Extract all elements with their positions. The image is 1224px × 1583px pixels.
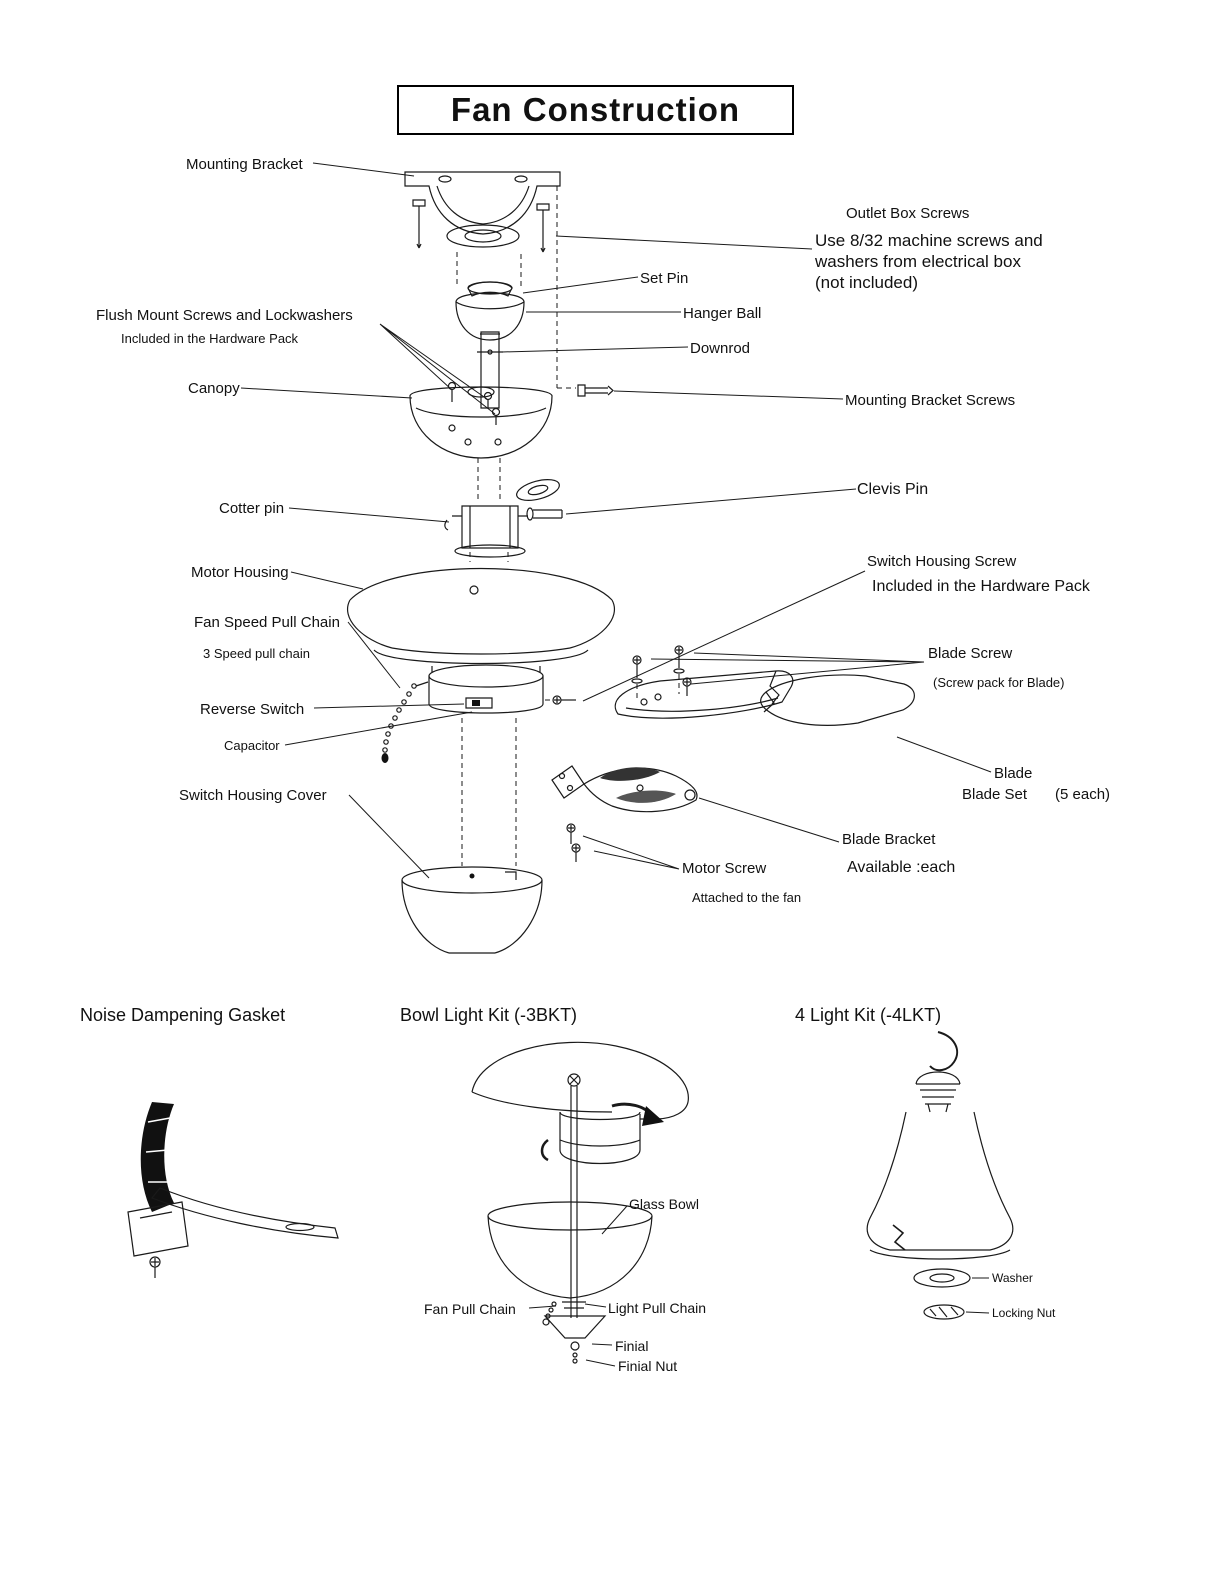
label-outlet-note-3: (not included): [815, 273, 919, 292]
four-light-leader-lines: [965, 1277, 990, 1314]
label-downrod: Downrod: [690, 340, 751, 357]
label-fan-pull-chain: Fan Pull Chain: [424, 1301, 516, 1317]
label-set-pin: Set Pin: [640, 270, 689, 287]
downrod-drawing: [477, 331, 503, 409]
label-blade-set: Blade Set: [962, 786, 1028, 803]
label-washer: Washer: [992, 1271, 1033, 1285]
label-blade-bracket-sub: Available :each: [847, 859, 956, 876]
label-mounting-bracket-screws: Mounting Bracket Screws: [845, 392, 1016, 409]
label-canopy: Canopy: [188, 380, 240, 397]
leader-lines: [240, 162, 992, 879]
label-switch-housing-cover: Switch Housing Cover: [179, 787, 327, 804]
label-motor-screw-sub: Attached to the fan: [692, 890, 802, 905]
label-outlet-note-1: Use 8/32 machine screws and: [815, 231, 1043, 250]
blade-screws-drawing: [631, 645, 692, 696]
label-hanger-ball: Hanger Ball: [683, 305, 762, 322]
mounting-bracket-drawing: [404, 171, 561, 248]
label-reverse-switch: Reverse Switch: [200, 701, 305, 718]
hanger-ball-drawing: [455, 281, 525, 341]
label-flush-mount: Flush Mount Screws and Lockwashers: [96, 307, 353, 324]
label-motor-housing: Motor Housing: [191, 564, 289, 581]
label-fan-speed-pull-chain: Fan Speed Pull Chain: [194, 614, 340, 631]
label-finial: Finial: [615, 1338, 649, 1354]
switch-housing-cover-drawing: [401, 866, 543, 954]
clevis-coupling-drawing: [444, 479, 563, 558]
label-blade-screw: Blade Screw: [928, 645, 1013, 662]
noise-gasket-drawing: [127, 1102, 339, 1278]
label-blade-screw-sub: (Screw pack for Blade): [933, 675, 1065, 690]
label-glass-bowl: Glass Bowl: [629, 1196, 700, 1212]
blade-set-drawing: [614, 670, 915, 726]
blade-bracket-drawing: [551, 765, 698, 813]
mounting-bracket-screw-detail-drawing: [577, 384, 614, 397]
four-light-kit-drawing: [866, 1031, 1014, 1320]
section-title-noise-gasket: Noise Dampening Gasket: [80, 1005, 286, 1025]
label-light-pull-chain: Light Pull Chain: [608, 1300, 707, 1316]
label-three-speed-pull-chain: 3 Speed pull chain: [203, 646, 310, 661]
canopy-drawing: [409, 386, 553, 459]
label-locking-nut: Locking Nut: [992, 1306, 1056, 1320]
bowl-light-kit-drawing: [471, 1041, 689, 1364]
label-finial-nut: Finial Nut: [618, 1358, 678, 1374]
label-outlet-box-screws: Outlet Box Screws: [846, 205, 970, 222]
label-mounting-bracket: Mounting Bracket: [186, 156, 303, 173]
pull-chain-drawing: [381, 681, 429, 763]
label-switch-housing-screw-sub: Included in the Hardware Pack: [872, 578, 1090, 595]
switch-housing-screw-drawing: [552, 695, 576, 705]
motor-screws-drawing: [566, 823, 581, 862]
section-title-bowl-light-kit: Bowl Light Kit (-3BKT): [400, 1005, 578, 1025]
switch-housing-drawing: [428, 664, 544, 714]
label-cotter-pin: Cotter pin: [219, 500, 285, 517]
label-capacitor: Capacitor: [224, 738, 280, 753]
label-blade-bracket: Blade Bracket: [842, 831, 936, 848]
outlet-box-screws-drawing: [412, 199, 550, 253]
section-title-four-light-kit: 4 Light Kit (-4LKT): [795, 1005, 942, 1025]
label-switch-housing-screw: Switch Housing Screw: [867, 553, 1017, 570]
label-clevis-pin: Clevis Pin: [857, 481, 929, 498]
label-blade: Blade: [994, 765, 1033, 782]
bowl-kit-leader-lines: [528, 1205, 628, 1367]
label-blade-set-qty: (5 each): [1055, 786, 1111, 803]
label-motor-screw: Motor Screw: [682, 860, 767, 877]
page-title: Fan Construction: [397, 85, 794, 135]
label-flush-mount-sub: Included in the Hardware Pack: [121, 331, 299, 346]
motor-housing-drawing: [347, 567, 615, 672]
label-outlet-note-2: washers from electrical box: [815, 252, 1021, 271]
alignment-dashed-lines: [456, 186, 680, 866]
page-title-text: Fan Construction: [450, 91, 741, 128]
